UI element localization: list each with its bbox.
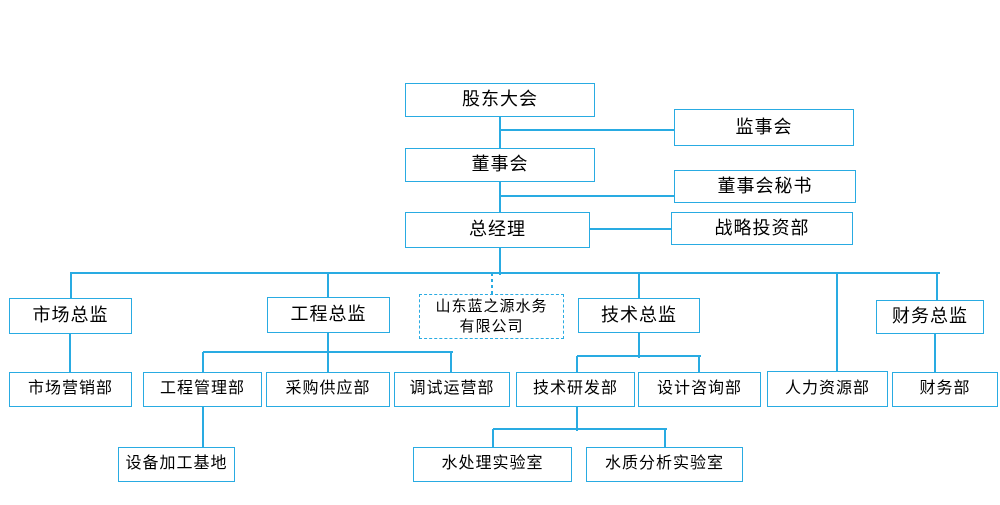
node-design-consulting-dept: 设计咨询部: [638, 372, 761, 407]
node-marketing-director: 市场总监: [9, 298, 132, 334]
connector-line: [638, 273, 640, 300]
node-strategic-investment-dept: 战略投资部: [671, 212, 853, 245]
connector-line: [698, 356, 700, 374]
node-engineering-management-dept: 工程管理部: [143, 372, 262, 407]
connector-line: [499, 182, 501, 214]
node-label: 水质分析实验室: [604, 455, 724, 473]
connector-line: [327, 333, 329, 374]
node-label: 总经理: [469, 219, 526, 240]
connector-line: [202, 407, 204, 449]
node-label: 战略投资部: [714, 217, 810, 238]
node-equipment-processing-base: 设备加工基地: [118, 447, 235, 482]
node-water-treatment-lab: 水处理实验室: [413, 447, 572, 482]
node-finance-director: 财务总监: [876, 300, 984, 334]
connector-line: [576, 407, 578, 431]
node-company: 山东蓝之源水务 有限公司: [419, 294, 564, 339]
node-label: 技术研发部: [532, 380, 618, 398]
node-technology-director: 技术总监: [578, 298, 700, 333]
node-engineering-director: 工程总监: [267, 297, 390, 333]
connector-line: [70, 272, 940, 274]
node-label: 工程管理部: [159, 380, 245, 398]
connector-line: [327, 273, 329, 299]
connector-line: [576, 356, 578, 374]
connector-line: [493, 428, 667, 430]
node-supervisory-board: 监事会: [674, 109, 854, 146]
node-label: 财务总监: [892, 306, 968, 327]
connector-line: [500, 129, 676, 131]
node-label: 调试运营部: [409, 380, 495, 398]
node-marketing-dept: 市场营销部: [9, 372, 132, 407]
connector-line: [590, 228, 673, 230]
connector-line: [499, 248, 501, 275]
node-label: 董事会: [471, 154, 529, 175]
node-label: 监事会: [735, 116, 793, 137]
connector-line: [69, 334, 71, 374]
node-label: 市场总监: [32, 305, 109, 326]
connector-line: [450, 352, 452, 374]
node-general-manager: 总经理: [405, 212, 590, 248]
node-label: 设备加工基地: [125, 455, 228, 473]
node-label: 山东蓝之源水务 有限公司: [435, 298, 548, 335]
connector-line: [936, 273, 938, 302]
node-shareholders-meeting: 股东大会: [405, 83, 595, 117]
connector-line: [492, 429, 494, 449]
node-label: 股东大会: [462, 89, 538, 110]
connector-line: [500, 195, 676, 197]
node-label: 人力资源部: [784, 379, 870, 397]
node-finance-dept: 财务部: [892, 372, 998, 407]
node-technology-rd-dept: 技术研发部: [516, 372, 635, 407]
node-board-of-directors: 董事会: [405, 148, 595, 182]
connector-line: [934, 334, 936, 374]
node-commissioning-operation-dept: 调试运营部: [394, 372, 510, 407]
node-water-quality-analysis-lab: 水质分析实验室: [586, 447, 743, 482]
node-procurement-supply-dept: 采购供应部: [266, 372, 390, 407]
node-label: 工程总监: [290, 304, 367, 325]
connector-line: [577, 355, 701, 357]
node-label: 设计咨询部: [656, 380, 742, 398]
connector-line: [203, 351, 453, 353]
node-label: 财务部: [919, 380, 971, 398]
connector-line: [836, 273, 838, 373]
connector-line: [638, 333, 640, 358]
connector-line: [70, 273, 72, 300]
node-label: 采购供应部: [285, 380, 371, 398]
node-human-resources-dept: 人力资源部: [767, 371, 888, 407]
node-label: 技术总监: [601, 304, 677, 325]
connector-line: [664, 429, 666, 449]
node-label: 董事会秘书: [717, 175, 813, 196]
connector-line: [499, 117, 501, 150]
node-label: 水处理实验室: [441, 455, 544, 473]
connector-line: [202, 352, 204, 374]
connector-line: [491, 273, 493, 296]
node-board-secretary: 董事会秘书: [674, 170, 856, 203]
node-label: 市场营销部: [27, 380, 113, 398]
